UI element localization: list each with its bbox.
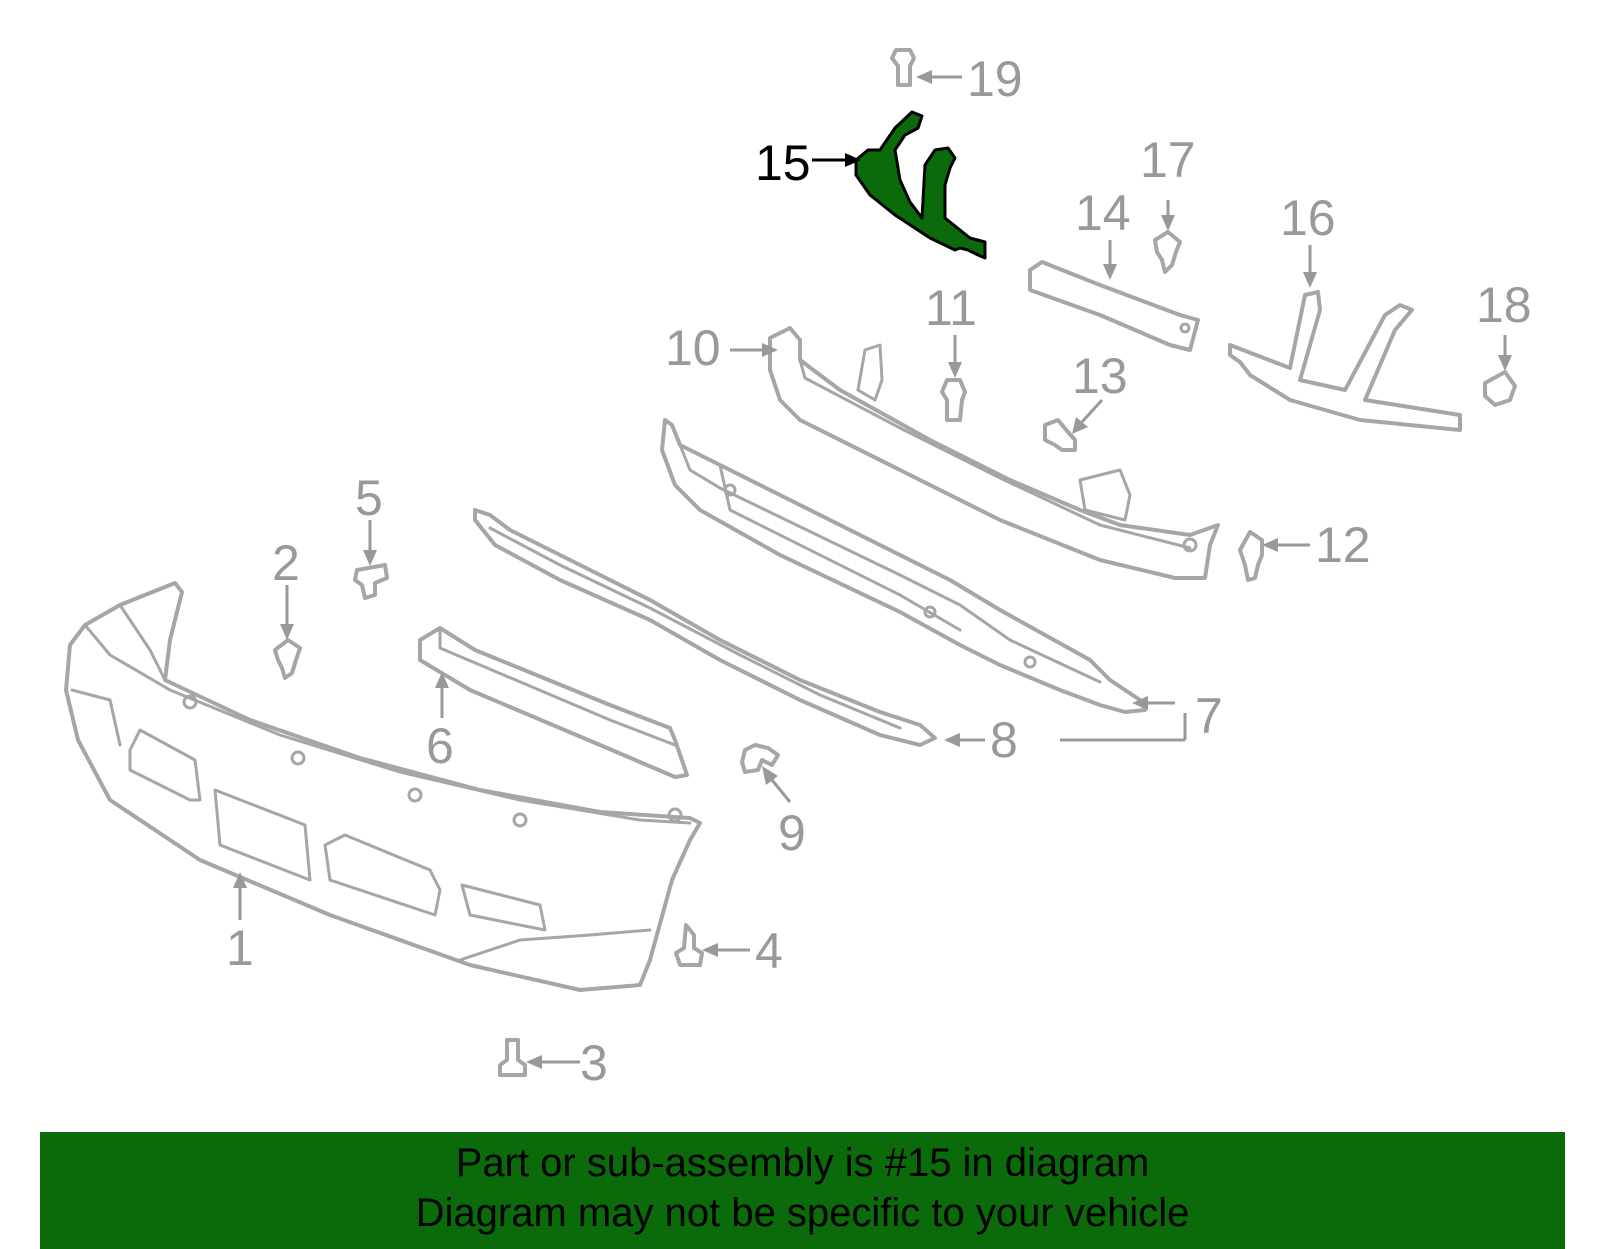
part-18-nut[interactable] xyxy=(1483,370,1517,407)
callout-10: 10 xyxy=(665,320,721,376)
callout-19: 19 xyxy=(967,51,1023,107)
part-7-reinforcement[interactable] xyxy=(660,418,1147,714)
part-15-highlighted-bracket[interactable] xyxy=(854,110,987,260)
callout-18: 18 xyxy=(1476,277,1532,333)
callout-4: 4 xyxy=(755,923,783,979)
part-16-bracket[interactable] xyxy=(1228,290,1462,432)
callout-5: 5 xyxy=(355,470,383,526)
part-13-bolt[interactable] xyxy=(1043,418,1077,452)
part-12-clip[interactable] xyxy=(1238,530,1264,582)
part-5-nut-clip[interactable] xyxy=(353,563,389,600)
callout-14: 14 xyxy=(1075,185,1131,241)
callout-numbers: 1 2 3 4 5 6 7 8 9 10 11 12 13 14 15 16 1… xyxy=(226,51,1532,1091)
callout-1: 1 xyxy=(226,920,254,976)
callout-15-highlighted: 15 xyxy=(755,135,811,191)
callout-3: 3 xyxy=(580,1035,608,1091)
part-4-bolt[interactable] xyxy=(674,923,704,967)
callout-16: 16 xyxy=(1280,190,1336,246)
callout-12: 12 xyxy=(1315,517,1371,573)
callout-2: 2 xyxy=(272,535,300,591)
callout-8: 8 xyxy=(990,712,1018,768)
part-14-strip[interactable] xyxy=(1028,260,1200,352)
part-17-clip[interactable] xyxy=(1153,230,1182,274)
part-19-screw[interactable] xyxy=(890,48,916,87)
part-9-bolt[interactable] xyxy=(740,743,780,774)
callout-17: 17 xyxy=(1140,132,1196,188)
callout-9: 9 xyxy=(778,805,806,861)
callout-11: 11 xyxy=(925,280,977,336)
part-1-bumper-cover[interactable] xyxy=(64,581,702,992)
leader-lines xyxy=(233,70,1512,1069)
part-2-clip[interactable] xyxy=(273,638,302,680)
part-11-bolt[interactable] xyxy=(940,378,967,422)
callout-13: 13 xyxy=(1072,348,1128,404)
info-banner: Part or sub-assembly is #15 in diagram D… xyxy=(40,1132,1565,1249)
callout-7: 7 xyxy=(1195,688,1223,744)
part-8-lower-absorber[interactable] xyxy=(473,508,937,747)
callout-6: 6 xyxy=(426,718,454,774)
banner-line-1: Part or sub-assembly is #15 in diagram xyxy=(455,1141,1150,1185)
part-6-absorber[interactable] xyxy=(418,626,689,779)
part-3-bolt[interactable] xyxy=(498,1038,527,1077)
part-10-upper-beam[interactable] xyxy=(768,326,1220,580)
banner-line-2: Diagram may not be specific to your vehi… xyxy=(415,1191,1190,1235)
